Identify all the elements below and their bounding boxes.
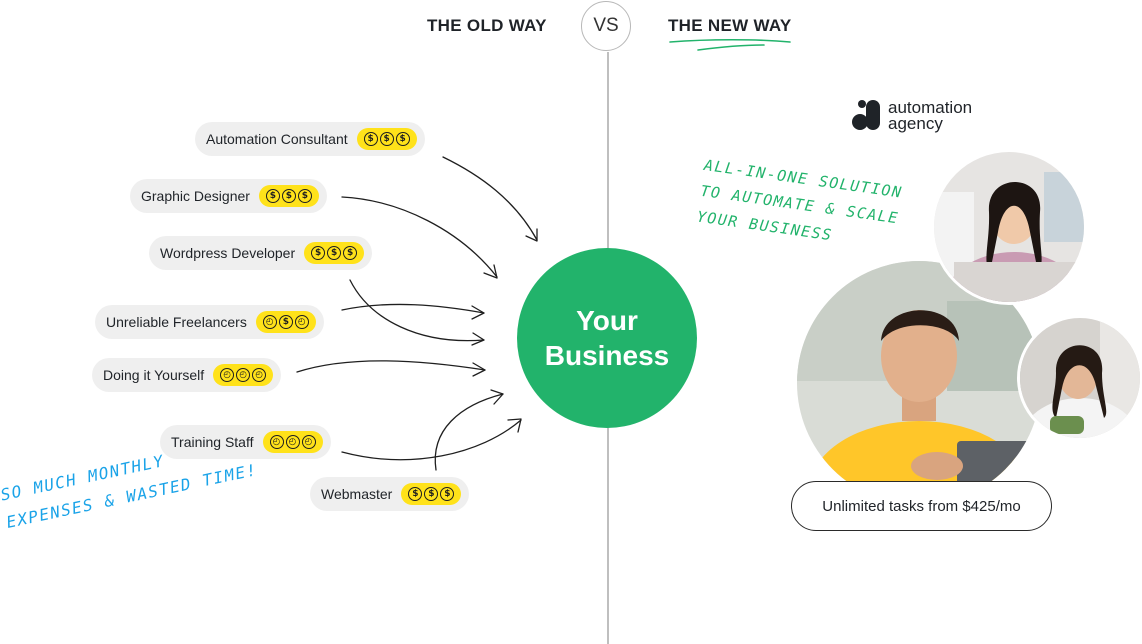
cost-indicator: $ $ $ [356, 128, 417, 150]
arrow-consultant [442, 156, 538, 241]
pill-label: Graphic Designer [141, 188, 250, 204]
clock-icon: ◴ [252, 368, 267, 382]
dollar-coin-icon: $ [297, 189, 312, 203]
pill-label: Doing it Yourself [103, 367, 205, 383]
clock-icon: ◴ [236, 368, 251, 382]
pill-doing-it-yourself: Doing it Yourself ◴ ◴ ◴ [92, 358, 282, 392]
cost-indicator: $ $ $ [258, 185, 319, 207]
pill-label: Wordpress Developer [160, 245, 296, 261]
clock-icon: ◴ [285, 435, 300, 449]
old-way-note: So much monthly expenses & wasted time! [0, 428, 271, 570]
pill-label: Automation Consultant [206, 131, 348, 147]
dollar-coin-icon: $ [265, 189, 280, 203]
brand-logo: automation agency [852, 98, 973, 133]
dollar-coin-icon: $ [424, 487, 439, 501]
clock-icon: ◴ [294, 315, 309, 329]
clock-icon: ◴ [220, 368, 235, 382]
arrow-webmaster [434, 393, 504, 471]
team-member-photo-top [931, 149, 1087, 305]
team-member-photo-small [1017, 315, 1142, 441]
pricing-pill: Unlimited tasks from $425/mo [791, 481, 1052, 531]
pill-label: Webmaster [321, 486, 393, 502]
dollar-coin-icon: $ [278, 315, 293, 329]
clock-icon: ◴ [269, 435, 284, 449]
hub-line-1: Your [576, 305, 638, 336]
pill-label: Training Staff [171, 434, 254, 450]
dollar-coin-icon: $ [311, 246, 326, 260]
dollar-coin-icon: $ [363, 132, 378, 146]
brand-name-line-2: agency [888, 114, 943, 133]
clock-icon: ◴ [262, 315, 277, 329]
dollar-coin-icon: $ [395, 132, 410, 146]
new-way-heading: THE NEW WAY [668, 16, 792, 35]
dollar-coin-icon: $ [343, 246, 358, 260]
dollar-coin-icon: $ [408, 487, 423, 501]
pill-wordpress-developer: Wordpress Developer $ $ $ [149, 236, 373, 270]
pill-label: Unreliable Freelancers [106, 314, 247, 330]
dollar-coin-icon: $ [379, 132, 394, 146]
arrow-developer [349, 279, 485, 342]
cost-indicator: $ $ $ [304, 242, 365, 264]
brand-name: automation agency [888, 98, 973, 133]
your-business-hub: Your Business [517, 248, 697, 428]
pill-graphic-designer: Graphic Designer $ $ $ [130, 179, 327, 213]
vs-badge: VS [581, 1, 631, 51]
pill-webmaster: Webmaster $ $ $ [310, 477, 470, 511]
cost-indicator: ◴ ◴ ◴ [213, 364, 274, 386]
brand-name-line-1: automation [888, 98, 973, 117]
dollar-coin-icon: $ [327, 246, 342, 260]
pill-unreliable-freelancers: Unreliable Freelancers ◴ $ ◴ [95, 305, 324, 339]
hub-line-2: Business [544, 340, 670, 371]
cost-indicator: $ $ $ [401, 483, 462, 505]
cost-indicator: ◴ $ ◴ [255, 311, 316, 333]
new-way-underline [669, 38, 791, 51]
arrow-diy [296, 360, 486, 373]
pill-training-staff: Training Staff ◴ ◴ ◴ [160, 425, 331, 459]
arrow-training [341, 419, 522, 461]
new-way-note: All-in-one solution to automate & scale … [692, 152, 924, 282]
dollar-coin-icon: $ [281, 189, 296, 203]
dollar-coin-icon: $ [440, 487, 455, 501]
pill-automation-consultant: Automation Consultant $ $ $ [195, 122, 425, 156]
arrow-freelancers [341, 303, 485, 314]
cost-indicator: ◴ ◴ ◴ [262, 431, 323, 453]
clock-icon: ◴ [301, 435, 316, 449]
brand-mark-icon [852, 100, 880, 130]
old-way-heading: THE OLD WAY [427, 16, 547, 35]
